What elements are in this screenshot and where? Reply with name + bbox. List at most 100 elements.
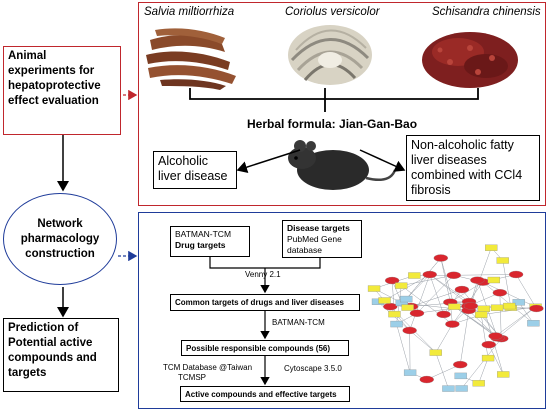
- prediction-label: Prediction of Potential active compounds…: [8, 322, 97, 379]
- network-edge: [482, 281, 534, 324]
- network-node: [490, 304, 504, 311]
- venny-label: Venny 2.1: [245, 270, 281, 279]
- network-edge: [409, 330, 436, 353]
- network-edge: [515, 274, 537, 309]
- network-node: [409, 309, 425, 317]
- network-node: [395, 282, 408, 289]
- network-edge: [483, 308, 504, 375]
- salvia-miltiorrhiza-image: [146, 28, 236, 90]
- tcmsp-label: TCMSP: [178, 373, 206, 382]
- network-edge: [440, 257, 451, 303]
- network-edge: [435, 323, 453, 353]
- network-node: [408, 272, 421, 279]
- network-edges: [373, 247, 537, 389]
- network-node: [463, 302, 479, 310]
- network-edge: [482, 281, 536, 308]
- network-node: [436, 310, 451, 319]
- network-node: [429, 349, 442, 356]
- network-node: [454, 285, 470, 294]
- network-node: [433, 254, 448, 262]
- network-node: [492, 289, 507, 297]
- network-edge: [440, 257, 455, 307]
- batman-tcm-label: BATMAN-TCM: [272, 318, 325, 327]
- network-edge: [435, 352, 449, 389]
- network-node: [454, 372, 467, 380]
- network-edge: [429, 274, 444, 315]
- network-node: [527, 320, 540, 327]
- network-pharmacology-ellipse: Network pharmacology construction: [3, 193, 117, 285]
- network-node: [442, 385, 455, 392]
- network-edge: [502, 260, 512, 308]
- network-node: [402, 326, 417, 335]
- drug-targets-box: BATMAN-TCM Drug targets: [170, 226, 250, 257]
- possible-compounds-box: Possible responsible compounds (56): [181, 340, 349, 356]
- network-node: [401, 304, 414, 311]
- network-node: [497, 371, 510, 378]
- arrow-to-alcoholic: [236, 149, 301, 173]
- network-edge: [409, 274, 430, 331]
- network-node: [455, 385, 468, 392]
- disease-box-title: Disease targets: [287, 223, 350, 233]
- network-node: [446, 271, 461, 279]
- network-edge: [495, 306, 536, 337]
- network-node: [508, 270, 524, 279]
- network-node: [485, 244, 498, 251]
- coriolus-versicolor-image: [288, 25, 372, 85]
- tcm-database-label: TCM Database @Taiwan: [163, 363, 253, 372]
- network-edge: [405, 257, 442, 300]
- active-compounds-box: Active compounds and effective targets: [180, 386, 350, 402]
- herbal-formula-title: Herbal formula: Jian-Gan-Bao: [247, 117, 418, 131]
- network-edge: [405, 274, 430, 300]
- network-node: [453, 360, 468, 369]
- animal-experiments-label: Animal experiments for hepatoprotective …: [8, 50, 101, 107]
- network-node: [367, 285, 381, 292]
- network-node: [448, 303, 461, 310]
- network-node: [390, 320, 403, 328]
- common-targets-box: Common targets of drugs and liver diseas…: [170, 294, 360, 311]
- active-compounds-label: Active compounds and effective targets: [185, 390, 337, 399]
- network-node: [503, 302, 516, 310]
- herb-brace: [189, 88, 479, 112]
- network-edge: [453, 274, 517, 276]
- drug-box-tool: BATMAN-TCM: [175, 229, 232, 239]
- network-pharmacology-label: Network pharmacology construction: [20, 217, 100, 260]
- network-node: [383, 302, 398, 311]
- herb-label-schisandra: Schisandra chinensis: [432, 6, 541, 18]
- network-node: [403, 369, 417, 376]
- network-edge: [480, 314, 489, 359]
- schisandra-chinensis-image: [422, 32, 518, 88]
- network-node: [488, 332, 503, 340]
- possible-compounds-label: Possible responsible compounds (56): [186, 344, 331, 353]
- network-edge: [481, 306, 536, 316]
- network-edge: [426, 364, 461, 380]
- network-node: [512, 299, 525, 306]
- network-node: [470, 276, 485, 284]
- network-nodes: [367, 244, 544, 392]
- network-node: [378, 297, 391, 304]
- prediction-box: Prediction of Potential active compounds…: [3, 318, 119, 392]
- network-node: [475, 311, 488, 318]
- network-node: [496, 257, 509, 264]
- alcoholic-liver-disease-label: Alcoholic liver disease: [158, 154, 228, 183]
- drug-box-title: Drug targets: [175, 240, 226, 250]
- network-node: [477, 305, 491, 312]
- common-targets-label: Common targets of drugs and liver diseas…: [175, 298, 344, 307]
- cytoscape-label: Cytoscape 3.5.0: [284, 364, 342, 373]
- alcoholic-liver-disease-box: Alcoholic liver disease: [153, 151, 237, 189]
- nafld-box: Non-alcoholic fatty liver diseases combi…: [406, 135, 540, 201]
- mouse-image: [288, 140, 397, 190]
- network-edge: [478, 358, 489, 384]
- network-node: [384, 276, 400, 285]
- network-edge: [396, 323, 411, 373]
- network-node: [445, 320, 460, 328]
- network-node: [529, 304, 544, 313]
- network-edge: [518, 302, 534, 324]
- network-edge: [497, 306, 536, 339]
- network-node: [388, 310, 401, 318]
- nafld-label: Non-alcoholic fatty liver diseases combi…: [411, 138, 523, 197]
- network-node: [472, 380, 485, 387]
